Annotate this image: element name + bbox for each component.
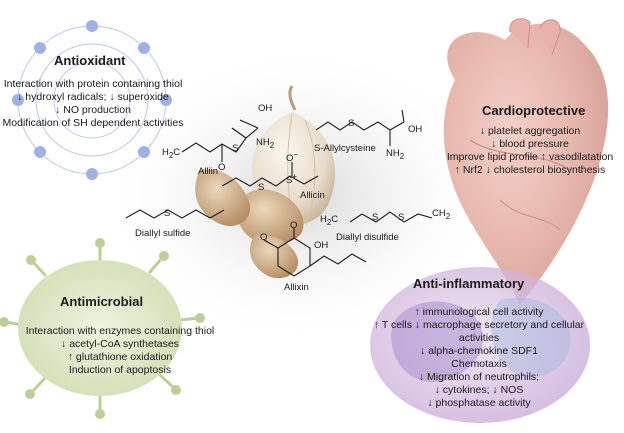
diallyl-disulfide-label: Diallyl disulfide — [336, 232, 399, 243]
atom-subscript: 2 — [399, 151, 405, 161]
garlic-illustration — [195, 85, 336, 279]
atom-subscript: 2 — [168, 150, 174, 160]
antimicrobial-line: Interaction with enzymes containing thio… — [25, 325, 215, 337]
atom-text: OH — [314, 240, 329, 251]
antioxidant-line: ↓ hydroxyl radicals; ↓ superoxide — [17, 91, 169, 103]
atom-charge: + — [292, 172, 297, 181]
atom-subscript: 2 — [445, 211, 451, 221]
s-allylcysteine-nh2-atom: NH2 — [386, 148, 404, 161]
anti-inflammatory-line: ↓ Migration of neutrophils; — [418, 371, 540, 383]
heart-illustration — [443, 18, 609, 305]
atom-text: OH — [408, 124, 423, 135]
alliin-s-atom: S — [232, 143, 238, 154]
anti-inflammatory-line: ↑ T cells ↓ macrophage secretory and cel… — [373, 319, 585, 331]
atom-text: S — [348, 118, 355, 129]
antioxidant-line: Modification of SH dependent activities — [2, 117, 184, 129]
antimicrobial-title: Antimicrobial — [60, 294, 144, 309]
cardioprotective-line: ↓ blood pressure — [491, 138, 569, 150]
virus-illustration — [0, 238, 205, 419]
atom-text: O — [260, 232, 268, 243]
s-allylcysteine-s-atom: S — [348, 118, 354, 129]
allixin-label: Allixin — [284, 282, 309, 293]
antimicrobial-effects: Interaction with enzymes containing thio… — [20, 325, 220, 377]
atom-subscript: 2 — [269, 140, 275, 150]
atom-text: CH — [432, 208, 446, 219]
allicin-label: Allicin — [300, 190, 325, 201]
alliin-oh-atom: OH — [258, 103, 272, 114]
allixin-o-atom: O — [290, 220, 297, 231]
atom-text: O — [290, 220, 298, 231]
cardioprotective-line: ↓ platelet aggregation — [479, 125, 581, 137]
atom-text: S — [164, 208, 171, 219]
s-allylcysteine-label: S-Allylcysteine — [314, 143, 376, 154]
atom-text: NH — [256, 137, 270, 148]
alliin-h2c-atom: H2C — [162, 147, 181, 160]
anti-inflammatory-line: ↑ immunological cell activity — [414, 306, 544, 318]
atom-text: NH — [386, 148, 400, 159]
atom-text: OH — [258, 103, 273, 114]
diallyl-disulfide-h2c-atom: H2C — [320, 214, 339, 227]
anti-inflammatory-title: Anti-inflammatory — [413, 276, 525, 291]
allixin-oh-atom: OH — [314, 240, 328, 251]
immune-cell-illustration — [370, 267, 590, 423]
allicin-s-plus-atom: S+ — [286, 172, 297, 186]
anti-inflammatory-line: Chemotaxis — [451, 358, 507, 370]
atom-text: H — [320, 214, 327, 225]
alliin-label: Alliin — [198, 166, 219, 177]
allixin-o-ring-atom: O — [260, 232, 267, 243]
atom-text: S — [286, 175, 293, 187]
allicin-s-atom: S — [258, 182, 264, 193]
atom-charge: − — [293, 150, 299, 159]
anti-inflammatory-line: ↓ phosphatase activity — [427, 397, 531, 409]
antioxidant-line: Interaction with protein containing thio… — [3, 78, 183, 90]
antioxidant-electrons — [12, 20, 172, 180]
cardioprotective-effects: ↓ platelet aggregation ↓ blood pressure … — [438, 125, 622, 177]
allicin-o-minus-atom: O− — [286, 150, 298, 164]
diallyl-sulfide-s-atom: S — [164, 208, 170, 219]
anti-inflammatory-effects: ↑ immunological cell activity ↑ T cells … — [354, 306, 604, 410]
cardioprotective-line: Improve lipid profile ↑ vasodilatation — [446, 151, 614, 163]
alliin-nh2-atom: NH2 — [256, 137, 274, 150]
diallyl-disulfide-s-atom: S — [372, 212, 378, 223]
antioxidant-line: ↓ NO production — [55, 104, 131, 116]
atom-text: S — [372, 212, 379, 223]
antimicrobial-line: Induction of apoptosis — [68, 364, 172, 376]
s-allylcysteine-oh-atom: OH — [408, 124, 422, 135]
diallyl-disulfide-ch2-atom: CH2 — [432, 208, 450, 221]
atom-subscript: 2 — [326, 217, 332, 227]
anti-inflammatory-line: ↓ alpha-chemokine SDF1 — [420, 345, 538, 357]
antimicrobial-line: ↓ acetyl-CoA synthetases — [61, 338, 179, 350]
atom-text: S — [398, 212, 405, 223]
anti-inflammatory-line: activities — [458, 332, 500, 344]
atom-text: H — [162, 147, 169, 158]
alliin-o-atom: O — [218, 162, 225, 173]
atom-text: O — [286, 153, 294, 165]
antioxidant-effects: Interaction with protein containing thio… — [0, 78, 186, 130]
cardioprotective-line: ↑ Nrf2 ↓ cholesterol biosynthesis — [454, 164, 606, 176]
atom-text: S — [258, 182, 265, 193]
atom-text: S — [232, 143, 239, 154]
diallyl-disulfide-s2-atom: S — [398, 212, 404, 223]
compound-structures — [125, 109, 433, 277]
diallyl-sulfide-label: Diallyl sulfide — [135, 228, 191, 239]
antioxidant-title: Antioxidant — [54, 53, 126, 68]
anti-inflammatory-line: ↓ cytokines; ↓ NOS — [434, 384, 524, 396]
atom-text: O — [218, 162, 226, 173]
antimicrobial-line: ↑ glutathione oxidation — [67, 351, 173, 363]
cardioprotective-title: Cardioprotective — [482, 103, 586, 118]
